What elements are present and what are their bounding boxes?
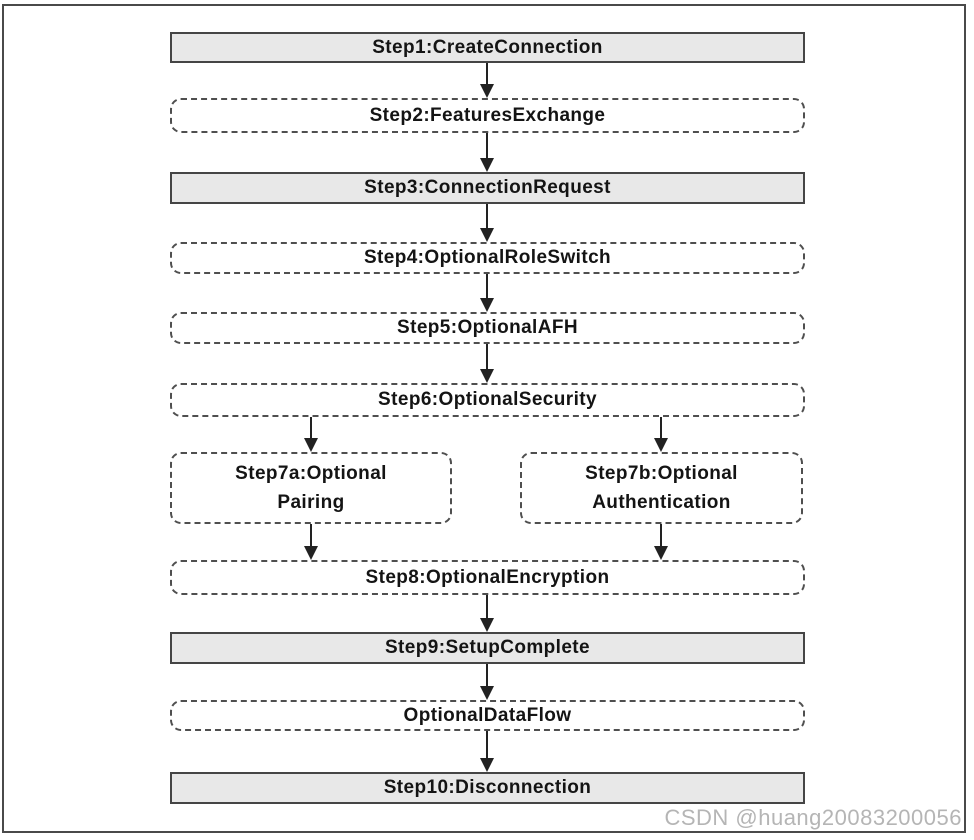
flow-arrow-1-2 — [479, 63, 495, 98]
flow-node-step8-optional-encryption: Step8:OptionalEncryption — [170, 560, 805, 595]
outer-frame — [2, 4, 966, 833]
flow-arrow-6-7a — [303, 417, 319, 452]
arrow-head-icon — [480, 228, 494, 242]
watermark: CSDN @huang20083200056 — [664, 805, 962, 830]
arrow-head-icon — [480, 369, 494, 383]
arrow-head-icon — [480, 158, 494, 172]
arrow-head-icon — [304, 438, 318, 452]
flow-arrow-6-7b — [653, 417, 669, 452]
flow-arrow-9-10 — [479, 664, 495, 700]
flow-node-step9-setup-complete: Step9:SetupComplete — [170, 632, 805, 664]
flow-arrow-7a-8 — [303, 524, 319, 560]
flow-node-step7a-optional-pairing: Step7a:Optional Pairing — [170, 452, 452, 524]
flow-node-step2-features-exchange: Step2:FeaturesExchange — [170, 98, 805, 133]
flow-node-label: Step7a:Optional Pairing — [235, 462, 387, 513]
flow-arrow-10-11 — [479, 731, 495, 772]
arrow-head-icon — [480, 686, 494, 700]
flow-node-step4-optional-role-switch: Step4:OptionalRoleSwitch — [170, 242, 805, 274]
flow-arrow-4-5 — [479, 274, 495, 312]
arrow-head-icon — [304, 546, 318, 560]
flow-node-step7b-optional-authentication: Step7b:Optional Authentication — [520, 452, 803, 524]
flow-node-label: Step7b:Optional Authentication — [585, 462, 738, 513]
flow-node-step1-create-connection: Step1:CreateConnection — [170, 32, 805, 63]
flow-arrow-2-3 — [479, 133, 495, 172]
arrow-head-icon — [480, 618, 494, 632]
flow-arrow-8-9 — [479, 595, 495, 632]
arrow-head-icon — [654, 438, 668, 452]
flow-arrow-7b-8 — [653, 524, 669, 560]
flow-arrow-5-6 — [479, 344, 495, 383]
flow-node-step5-optional-afh: Step5:OptionalAFH — [170, 312, 805, 344]
arrow-head-icon — [480, 758, 494, 772]
flow-node-step6-optional-security: Step6:OptionalSecurity — [170, 383, 805, 417]
arrow-head-icon — [480, 84, 494, 98]
flow-arrow-3-4 — [479, 204, 495, 242]
flow-node-optional-data-flow: OptionalDataFlow — [170, 700, 805, 731]
arrow-head-icon — [480, 298, 494, 312]
arrow-head-icon — [654, 546, 668, 560]
flow-node-step10-disconnection: Step10:Disconnection — [170, 772, 805, 804]
flow-node-step3-connection-request: Step3:ConnectionRequest — [170, 172, 805, 204]
